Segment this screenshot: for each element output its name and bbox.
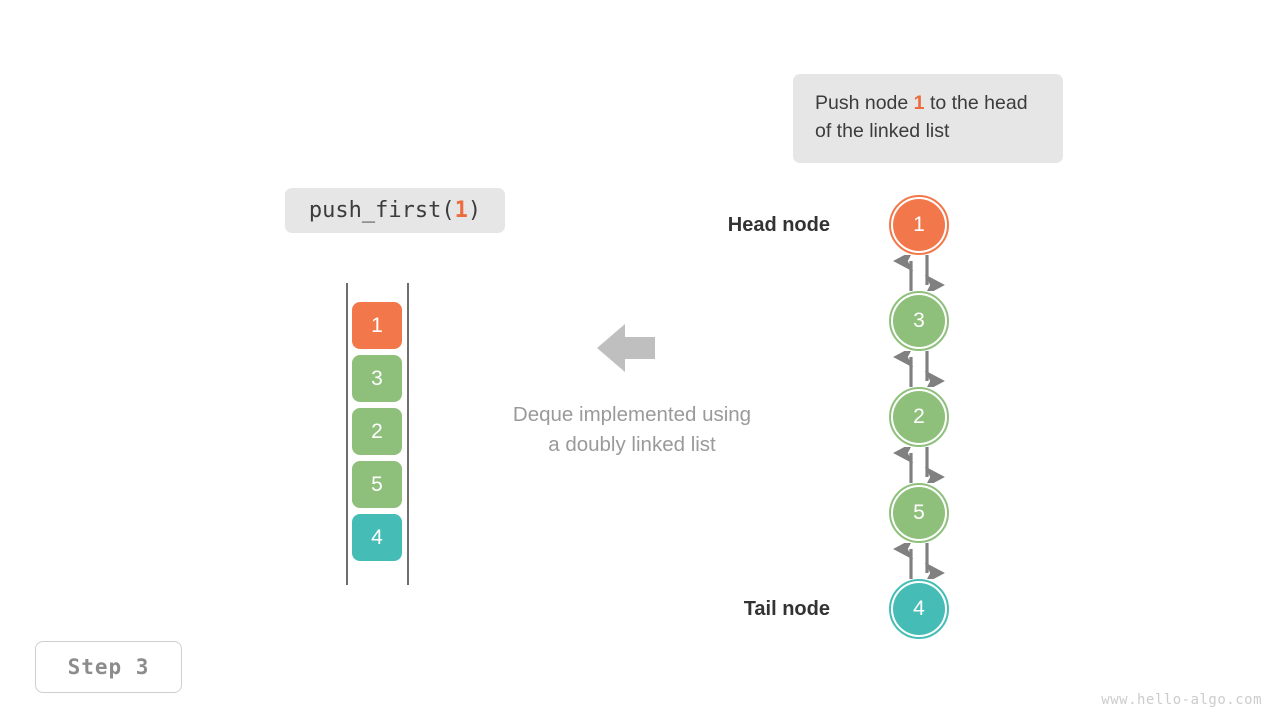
caption-line-2: a doubly linked list [548,432,716,456]
node-value: 4 [913,597,925,620]
stack-cell-value: 3 [371,366,383,390]
node-value: 2 [913,405,925,428]
stack-cell: 5 [352,461,402,508]
callout-text-before: Push node [815,92,914,114]
diagram-caption: Deque implemented using a doubly linked … [452,400,812,459]
caption-line-1: Deque implemented using [512,403,752,426]
node-ring [889,291,949,351]
node-value: 5 [913,501,925,524]
node-ring [889,579,949,639]
linked-list-node: 4 [889,579,949,639]
doubly-linked-list-view: 1 3 2 5 4 [889,195,951,643]
stack-cell: 3 [352,355,402,402]
node-link-pair [889,351,949,387]
stack-cell-list: 1 3 2 5 4 [352,302,402,567]
node-link-pair [889,447,949,483]
node-link-pair [889,255,949,291]
node-disc: 3 [893,295,945,347]
node-disc: 1 [893,199,945,251]
node-disc: 5 [893,487,945,539]
stack-cell: 1 [352,302,402,349]
linked-list-node: 1 [889,195,949,255]
stack-cell-value: 4 [371,525,383,549]
head-node-label: Head node [727,214,830,236]
node-value: 1 [913,213,925,236]
tail-node-label: Tail node [743,598,830,620]
stack-rail-left [346,283,348,585]
operation-name: push_first( [308,198,455,223]
node-ring [889,387,949,447]
deque-array-view: 1 3 2 5 4 [340,283,415,585]
stack-cell: 2 [352,408,402,455]
operation-argument: 1 [454,198,468,223]
direction-arrow-left-icon [597,324,655,372]
node-value: 3 [913,309,925,332]
operation-close-paren: ) [467,198,482,223]
node-ring [889,483,949,543]
node-ring [889,195,949,255]
callout-text-after: to the head of the linked list [815,92,1028,142]
stack-rail-right [407,283,409,585]
watermark: www.hello-algo.com [1101,692,1262,708]
node-disc: 2 [893,391,945,443]
callout-highlight-value: 1 [913,92,925,114]
linked-list-node: 2 [889,387,949,447]
operation-label: push_first(1) [285,188,505,233]
callout-bubble: Push node 1 to the head of the linked li… [793,74,1063,164]
stack-cell-value: 5 [371,472,383,496]
linked-list-node: 3 [889,291,949,351]
stack-cell-value: 2 [371,419,383,443]
node-link-pair [889,543,949,579]
stack-cell-value: 1 [371,313,383,337]
stack-cell: 4 [352,514,402,561]
step-badge: Step 3 [35,641,182,693]
linked-list-node: 5 [889,483,949,543]
node-disc: 4 [893,583,945,635]
